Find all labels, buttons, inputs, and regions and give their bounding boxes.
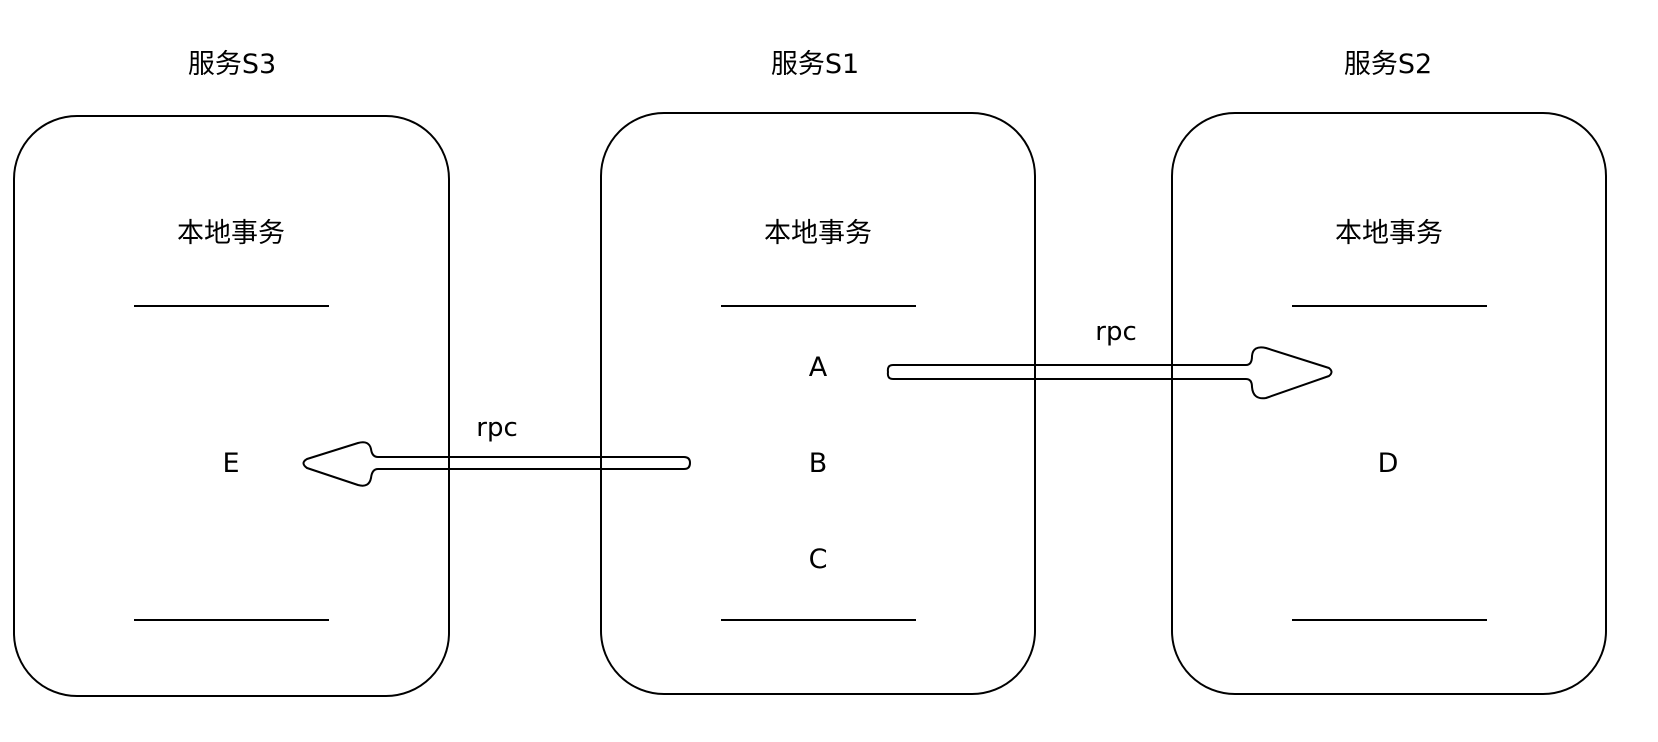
service-s1-box (600, 112, 1036, 695)
rpc-label-b-to-e: rpc (476, 413, 518, 443)
service-s3-local-transaction-heading: 本地事务 (177, 218, 285, 249)
service-s1-top-divider (721, 305, 916, 307)
service-s1-title: 服务S1 (770, 49, 860, 80)
step-d: D (1377, 448, 1399, 479)
step-a: A (808, 352, 828, 383)
step-c: C (808, 544, 828, 575)
rpc-label-a-to-d: rpc (1095, 317, 1137, 347)
service-s2-bottom-divider (1292, 619, 1487, 621)
service-s3-box (13, 115, 450, 697)
step-b: B (808, 448, 828, 479)
service-s1-bottom-divider (721, 619, 916, 621)
service-s2-local-transaction-heading: 本地事务 (1335, 218, 1443, 249)
service-s3-bottom-divider (134, 619, 329, 621)
service-s1-local-transaction-heading: 本地事务 (764, 218, 872, 249)
service-s2-box (1171, 112, 1607, 695)
service-s3-title: 服务S3 (187, 49, 277, 80)
step-e: E (222, 448, 240, 479)
service-s3-top-divider (134, 305, 329, 307)
service-s2-title: 服务S2 (1343, 49, 1433, 80)
service-s2-top-divider (1292, 305, 1487, 307)
